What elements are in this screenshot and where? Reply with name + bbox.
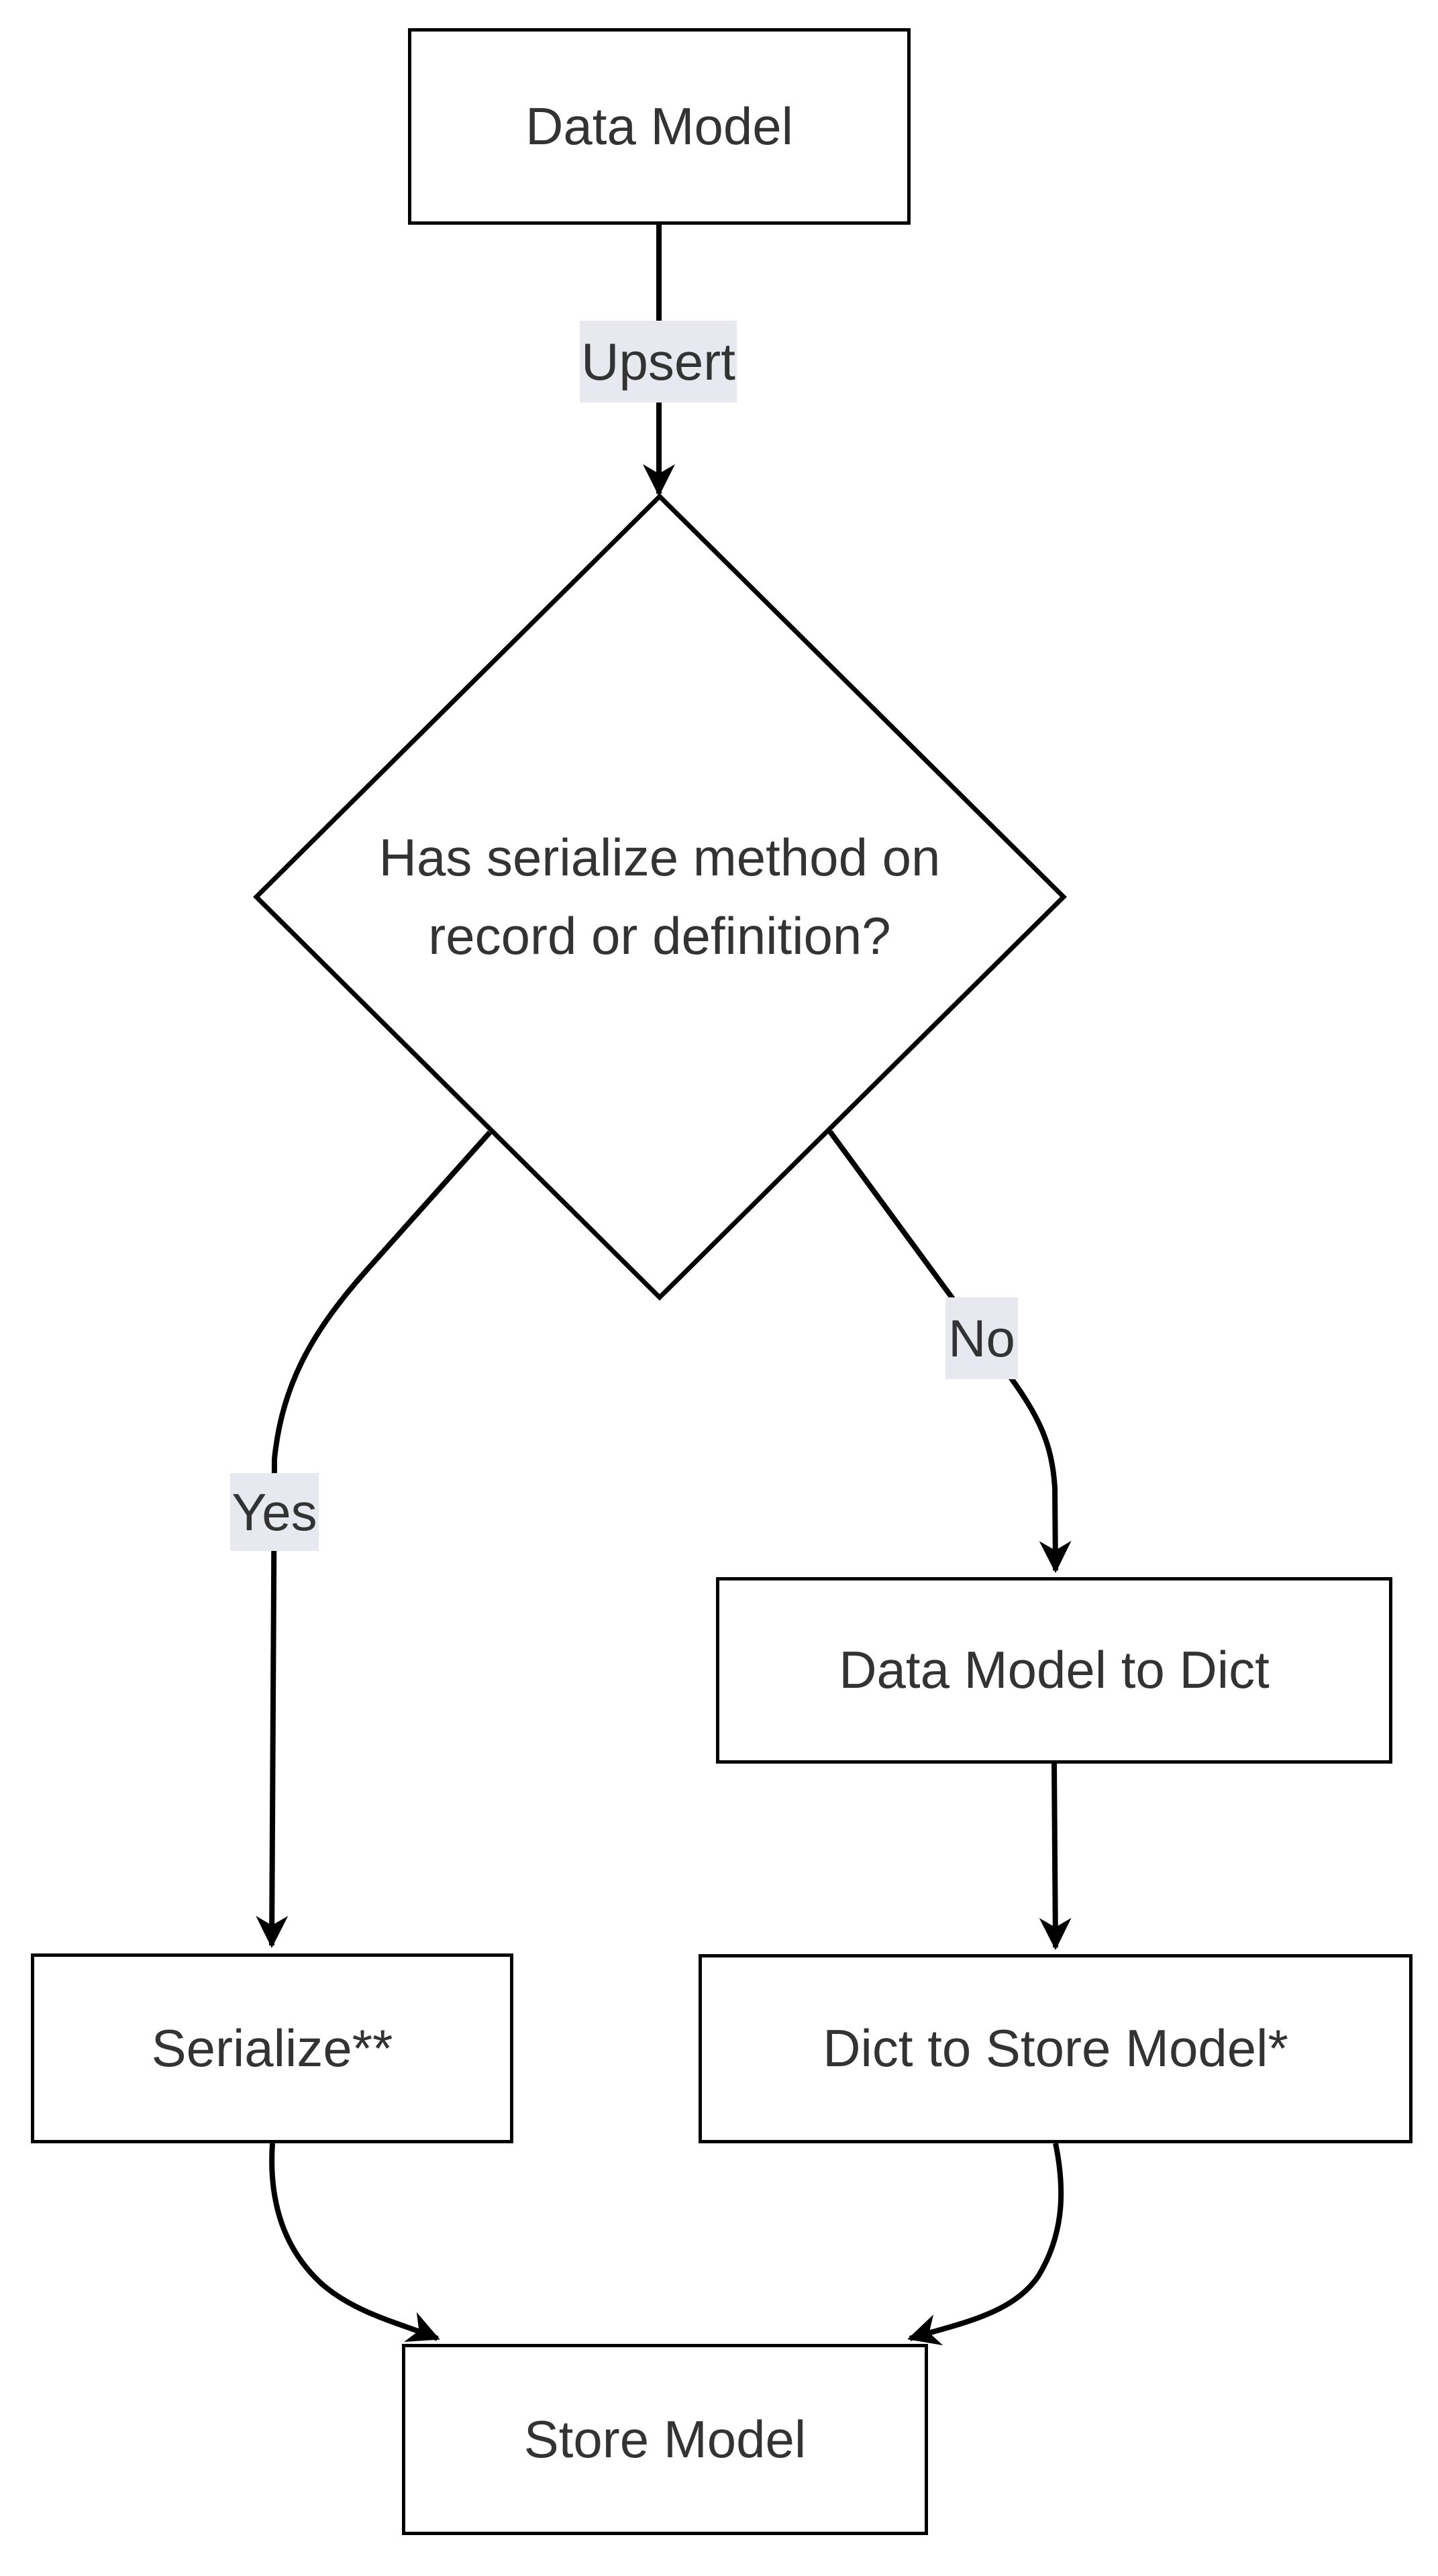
node-serialize-label: Serialize** bbox=[151, 2018, 393, 2078]
node-store-model: Store Model bbox=[402, 2344, 928, 2535]
edge-no bbox=[827, 1130, 1072, 1573]
node-store-model-label: Store Model bbox=[523, 2409, 807, 2469]
decision-label-line1: Has serialize method on bbox=[378, 828, 941, 887]
node-decision-label: Has serialize method on record or defini… bbox=[291, 796, 1029, 998]
edge-dict-to-store bbox=[1039, 1763, 1072, 1950]
edge-serialize-to-store bbox=[269, 2143, 440, 2342]
edge-dictstore-to-store bbox=[907, 2143, 1064, 2346]
node-data-model: Data Model bbox=[408, 28, 911, 225]
node-serialize: Serialize** bbox=[31, 1953, 513, 2143]
edge-label-upsert: Upsert bbox=[580, 321, 737, 402]
node-data-model-label: Data Model bbox=[525, 96, 793, 156]
node-data-model-to-dict-label: Data Model to Dict bbox=[839, 1640, 1270, 1700]
edge-label-yes: Yes bbox=[230, 1473, 319, 1551]
decision-label-line2: record or definition? bbox=[428, 906, 891, 965]
node-data-model-to-dict: Data Model to Dict bbox=[716, 1577, 1392, 1764]
edge-label-no: No bbox=[945, 1297, 1018, 1379]
edge-yes bbox=[256, 1130, 492, 1948]
node-dict-to-store-model-label: Dict to Store Model* bbox=[823, 2019, 1288, 2078]
node-dict-to-store-model: Dict to Store Model* bbox=[699, 1954, 1413, 2143]
decision-diamond-shape bbox=[253, 493, 1067, 1301]
